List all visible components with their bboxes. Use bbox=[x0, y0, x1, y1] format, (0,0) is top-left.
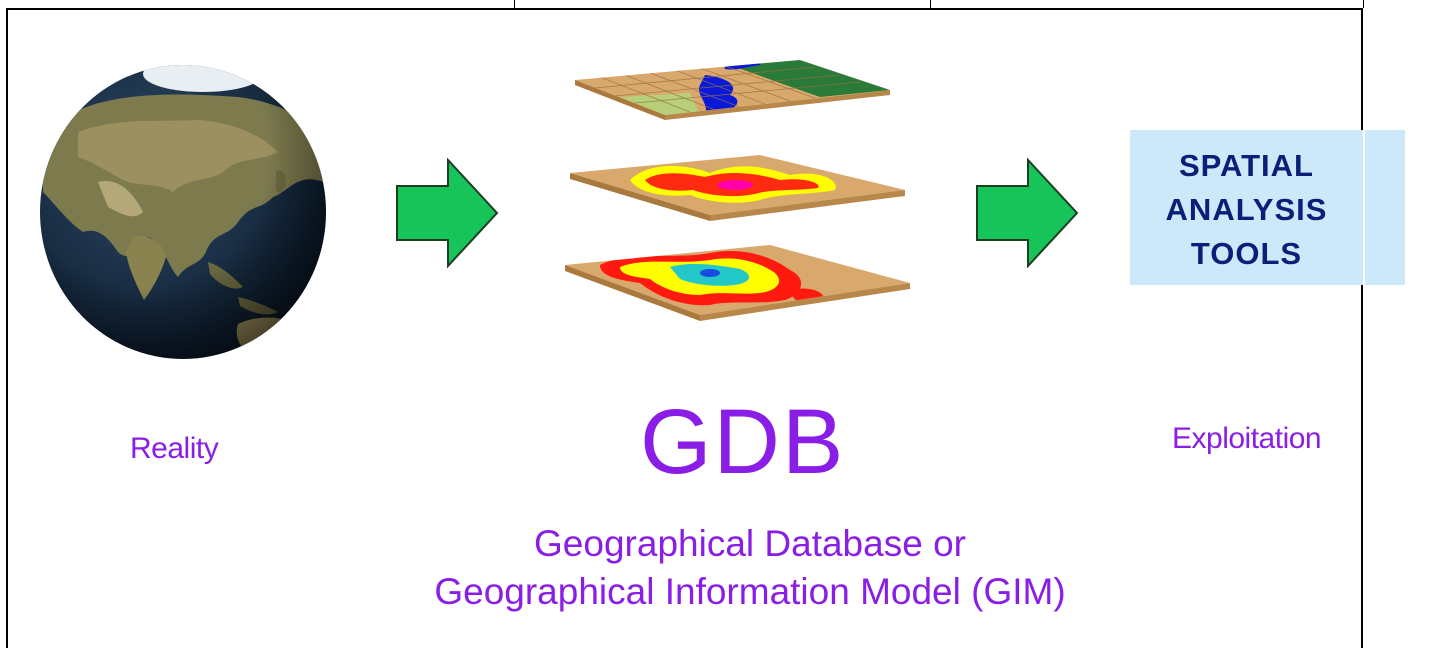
tools-line: TOOLS bbox=[1190, 236, 1303, 271]
right-arrow-icon bbox=[393, 157, 503, 273]
tools-line: ANALYSIS bbox=[1165, 192, 1328, 227]
caption-line: Geographical Information Model (GIM) bbox=[434, 571, 1066, 612]
gdb-caption: Geographical Database or Geographical In… bbox=[380, 520, 1120, 616]
tools-line: SPATIAL bbox=[1178, 148, 1314, 183]
reality-label: Reality bbox=[130, 432, 219, 465]
diagram-frame bbox=[6, 8, 1363, 648]
spatial-analysis-tools-box: SPATIAL ANALYSIS TOOLS bbox=[1130, 130, 1405, 285]
raster-layers-icon bbox=[560, 55, 910, 345]
table-top-borders bbox=[0, 0, 1445, 8]
caption-line: Geographical Database or bbox=[534, 523, 966, 564]
box-divider bbox=[1363, 130, 1365, 285]
gdb-title: GDB bbox=[640, 391, 846, 493]
cell-divider bbox=[930, 0, 931, 8]
tools-label: SPATIAL ANALYSIS TOOLS bbox=[1130, 144, 1363, 276]
earth-globe-icon bbox=[38, 62, 328, 362]
cell-divider bbox=[514, 0, 515, 8]
exploitation-label: Exploitation bbox=[1172, 422, 1322, 455]
right-arrow-icon bbox=[973, 157, 1083, 273]
cell-divider bbox=[1363, 0, 1364, 8]
